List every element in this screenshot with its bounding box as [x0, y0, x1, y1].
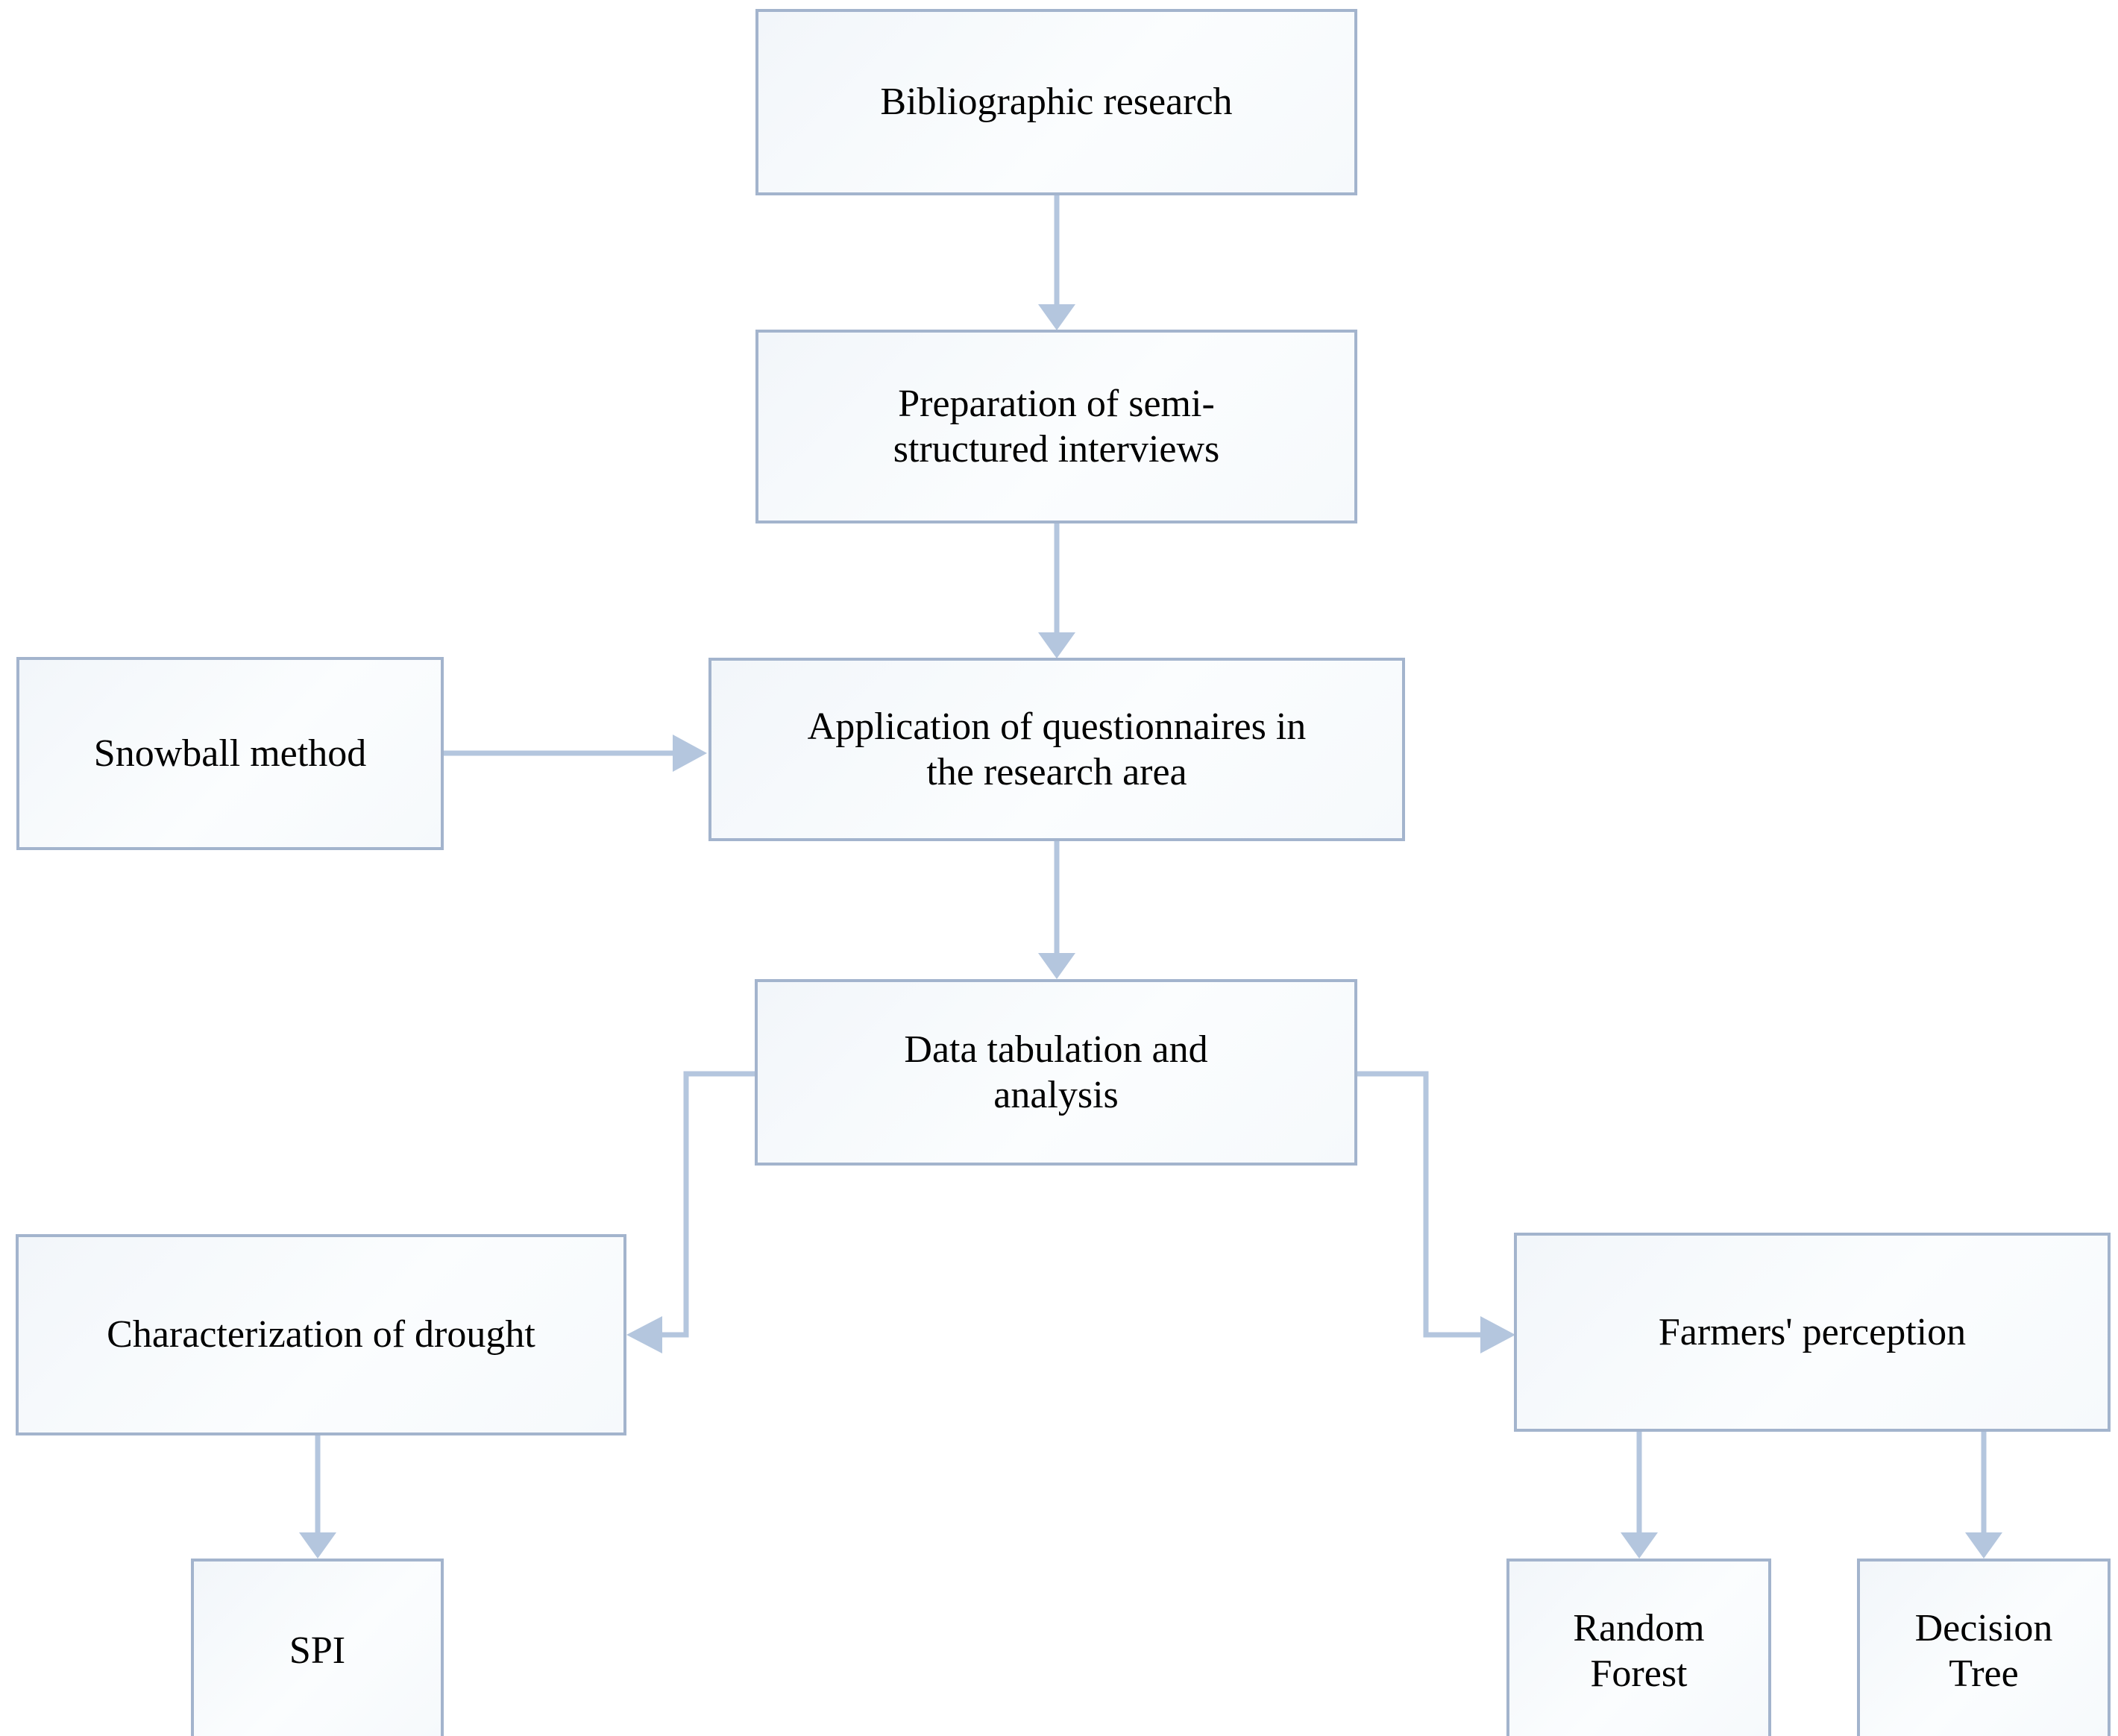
node-random-forest[interactable]: Random Forest — [1506, 1559, 1771, 1736]
node-preparation-of-interviews[interactable]: Preparation of semi- structured intervie… — [755, 330, 1357, 523]
node-bibliographic-research[interactable]: Bibliographic research — [755, 9, 1357, 195]
node-label: Snowball method — [93, 732, 367, 775]
node-label: Bibliographic research — [880, 81, 1233, 124]
node-data-tabulation-and-analysis[interactable]: Data tabulation and analysis — [755, 979, 1357, 1166]
edge-farmers-to-decision-tree — [1965, 1432, 2002, 1559]
node-decision-tree[interactable]: Decision Tree — [1857, 1559, 2111, 1736]
edge-farmers-to-random-forest — [1621, 1432, 1658, 1559]
node-spi[interactable]: SPI — [191, 1559, 444, 1736]
edge-bibliographic-to-preparation — [1038, 195, 1075, 330]
node-farmers-perception[interactable]: Farmers' perception — [1514, 1233, 2111, 1432]
edge-tabulation-to-characterization — [626, 1071, 755, 1353]
edge-tabulation-to-farmers — [1357, 1071, 1515, 1353]
node-application-of-questionnaires[interactable]: Application of questionnaires in the res… — [708, 658, 1405, 841]
node-label: Preparation of semi- structured intervie… — [893, 382, 1220, 471]
edge-snowball-to-application — [444, 735, 707, 772]
node-characterization-of-drought[interactable]: Characterization of drought — [16, 1234, 626, 1435]
node-label: Data tabulation and analysis — [904, 1028, 1208, 1116]
node-label: Decision Tree — [1914, 1606, 2053, 1695]
node-label: Characterization of drought — [107, 1313, 535, 1356]
node-label: SPI — [289, 1629, 346, 1673]
node-label: Random Forest — [1573, 1606, 1705, 1695]
node-label: Application of questionnaires in the res… — [807, 705, 1307, 793]
edge-application-to-tabulation — [1038, 841, 1075, 979]
node-snowball-method[interactable]: Snowball method — [16, 657, 444, 850]
edge-preparation-to-application — [1038, 523, 1075, 658]
edge-characterization-to-spi — [299, 1435, 336, 1559]
node-label: Farmers' perception — [1658, 1310, 1967, 1353]
